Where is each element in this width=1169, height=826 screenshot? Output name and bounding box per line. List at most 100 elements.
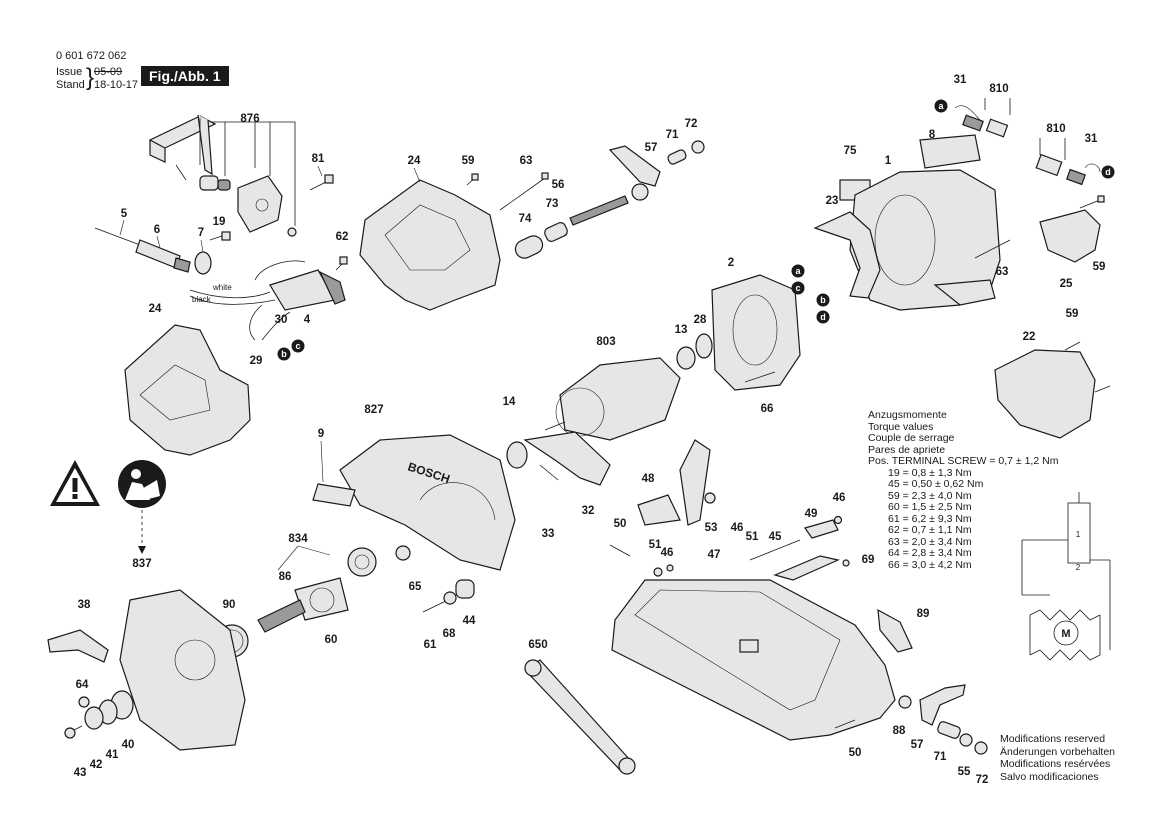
callout-22: 22: [1023, 331, 1036, 343]
marker-b-left: [277, 347, 291, 361]
callout-69: 69: [862, 554, 875, 566]
callout-24-left: 24: [149, 303, 162, 315]
torque-row: 19 = 0,8 ± 1,3 Nm: [888, 466, 972, 479]
callout-837: 837: [132, 558, 151, 570]
warning-triangle-icon: [50, 460, 100, 506]
callout-90: 90: [223, 599, 236, 611]
callout-44: 44: [463, 615, 476, 627]
torque-row: 64 = 2,8 ± 3,4 Nm: [888, 547, 972, 559]
callout-48: 48: [642, 473, 655, 485]
callout-810-top: 810: [989, 83, 1008, 95]
callout-32: 32: [582, 505, 595, 517]
callout-31-top: 31: [954, 74, 967, 86]
callout-876: 876: [240, 113, 259, 125]
upper-blade-guard-part: BOSCH: [312, 434, 516, 571]
callout-59-right: 59: [1093, 261, 1106, 273]
callout-62: 62: [336, 231, 349, 243]
callout-29: 29: [250, 355, 263, 367]
issue-value: 05-09: [94, 66, 123, 78]
callout-51-mid: 51: [746, 531, 759, 543]
mod-line: Änderungen vorbehalten: [1000, 745, 1116, 758]
callout-25: 25: [1060, 278, 1073, 290]
torque-row: 61 = 6,2 ± 9,3 Nm: [888, 512, 972, 525]
callout-23: 23: [826, 195, 839, 207]
callout-827: 827: [364, 404, 383, 416]
callout-43: 43: [74, 767, 87, 779]
svg-text:b: b: [281, 349, 287, 359]
callout-59-guard: 59: [1066, 308, 1079, 320]
motor-symbol-label: M: [1061, 628, 1070, 640]
svg-text:d: d: [820, 312, 826, 322]
end-cap-part: [974, 195, 1105, 263]
callout-66: 66: [761, 403, 774, 415]
svg-text:a: a: [795, 266, 801, 276]
torque-row: 62 = 0,7 ± 1,1 Nm: [888, 524, 972, 536]
field-stator-part: [676, 274, 801, 391]
callout-46-low: 46: [661, 547, 674, 559]
callout-38: 38: [78, 599, 91, 611]
callout-50-top: 50: [614, 518, 627, 530]
callout-13: 13: [675, 324, 688, 336]
callout-46-right: 46: [833, 492, 846, 504]
callout-57-bottom: 57: [911, 739, 924, 751]
callout-803: 803: [596, 336, 615, 348]
read-manual-icon: [118, 460, 166, 508]
wiring-schematic: M 1 2: [1021, 492, 1111, 661]
marker-b-field: [816, 293, 830, 307]
lower-guard-part: [994, 341, 1111, 439]
callout-46-left: 46: [731, 522, 744, 534]
handle-housing-left: [124, 324, 251, 456]
callout-72-top: 72: [685, 118, 698, 130]
torque-title-fr: Couple de serrage: [868, 432, 955, 444]
callout-2: 2: [728, 257, 734, 269]
callout-60: 60: [325, 634, 338, 646]
callout-56: 56: [552, 179, 565, 191]
callout-9: 9: [318, 428, 324, 440]
lower-guard-left-part: [47, 589, 246, 751]
callout-1: 1: [885, 155, 892, 167]
carbon-brush-parts: [954, 98, 1101, 186]
callout-42: 42: [90, 759, 103, 771]
callout-59-top: 59: [462, 155, 475, 167]
callout-72-bottom: 72: [976, 774, 989, 786]
modifications-note: Modifications reserved Änderungen vorbeh…: [1000, 733, 1115, 783]
stand-label: Stand: [56, 79, 85, 91]
callout-65: 65: [409, 581, 422, 593]
mod-line: Modifications resérvées: [1000, 758, 1111, 770]
callout-63-right: 63: [996, 266, 1009, 278]
callout-8: 8: [929, 129, 936, 141]
callout-810-right: 810: [1046, 123, 1065, 135]
callout-71-bottom: 71: [934, 751, 947, 763]
bearing-parts: [506, 431, 611, 486]
callout-14: 14: [503, 396, 516, 408]
svg-text:d: d: [1105, 167, 1111, 177]
brace-glyph: }: [86, 64, 95, 91]
callout-88: 88: [893, 725, 906, 737]
callout-47: 47: [708, 549, 721, 561]
torque-row: 66 = 3,0 ± 4,2 Nm: [888, 558, 972, 571]
torque-values-table: Anzugsmomente Torque values Couple de se…: [868, 409, 1058, 571]
callout-31-right: 31: [1085, 133, 1098, 145]
callout-64: 64: [76, 679, 89, 691]
marker-d-field: [816, 310, 830, 324]
callout-57-top: 57: [645, 142, 658, 154]
torque-title-es: Pares de apriete: [868, 443, 946, 456]
callout-81: 81: [312, 153, 325, 165]
handle-housing-top: [359, 179, 501, 311]
screws-top: [466, 172, 549, 211]
callout-24-top: 24: [408, 155, 421, 167]
terminal-1-label: 1: [1076, 530, 1081, 539]
callout-5: 5: [121, 208, 128, 220]
callout-30: 30: [275, 314, 288, 326]
base-plate-part: [609, 439, 913, 741]
callout-68: 68: [443, 628, 456, 640]
callout-50-bottom: 50: [849, 747, 862, 759]
mod-line: Modifications reserved: [1000, 733, 1106, 745]
screw-81: [309, 174, 334, 191]
torque-row: 45 = 0,50 ± 0,62 Nm: [888, 478, 984, 490]
callout-51-left: 51: [649, 539, 662, 551]
callout-4: 4: [304, 314, 311, 326]
callout-33: 33: [542, 528, 555, 540]
power-cord-part: [94, 227, 191, 273]
